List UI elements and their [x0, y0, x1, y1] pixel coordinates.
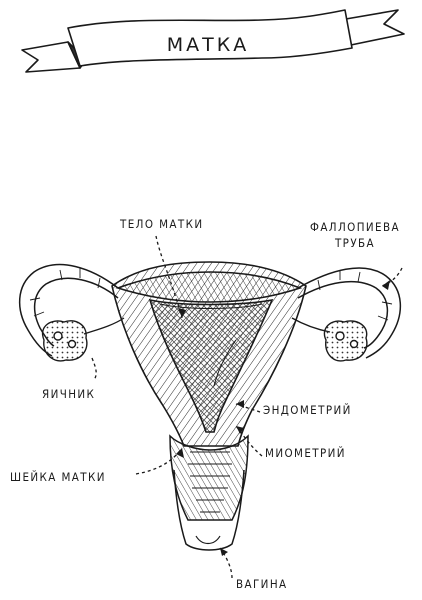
- label-myometrium: МИОМЕТРИЙ: [265, 446, 346, 460]
- right-fallopian-tube: [297, 267, 402, 359]
- title-banner: [21, 9, 405, 73]
- label-fallopian-tube-line2: ТРУБА: [334, 236, 376, 250]
- label-ovary: ЯИЧНИК: [42, 387, 96, 401]
- label-endometrium: ЭНДОМЕТРИЙ: [263, 403, 352, 417]
- vagina: [173, 469, 245, 551]
- label-vagina: ВАГИНА: [236, 577, 288, 591]
- label-cervix: ШЕЙКА МАТКИ: [10, 470, 106, 484]
- page-title: МАТКА: [166, 34, 250, 56]
- uterus-body: [111, 261, 307, 447]
- leader-arrowheads: [176, 280, 390, 556]
- cervix: [169, 434, 249, 521]
- label-fallopian-tube-line1: ФАЛЛОПИЕВА: [310, 220, 400, 234]
- leader-body: [155, 235, 183, 319]
- leader-ovary: [91, 357, 97, 381]
- label-uterus-body: ТЕЛО МАТКИ: [120, 217, 204, 231]
- left-ovary-ligament: [83, 317, 125, 335]
- right-ovary: [323, 320, 368, 362]
- leader-tube: [381, 267, 403, 287]
- left-ovary: [41, 320, 88, 362]
- leader-endometrium: [235, 403, 261, 413]
